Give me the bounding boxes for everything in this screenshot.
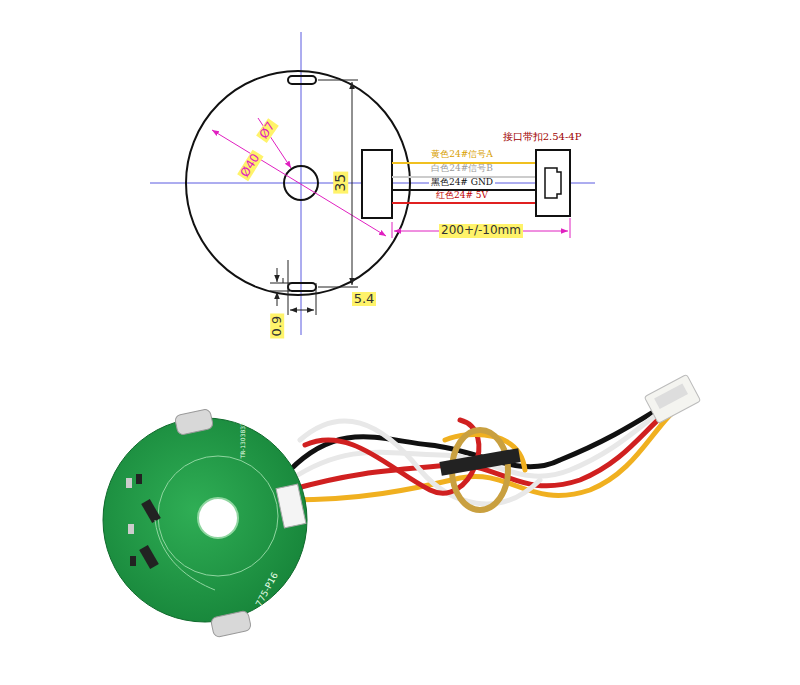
wire-label: 红色24# 5V xyxy=(434,191,490,201)
dimension-label: Ø40 xyxy=(237,150,263,181)
dimension-label: 35 xyxy=(333,172,348,194)
dimension-label: 5.4 xyxy=(352,292,377,306)
dimension-label: 0.9 xyxy=(270,314,284,339)
connector-note: 接口带扣2.54-4P xyxy=(501,131,584,142)
wire-label: 黑色24# GND xyxy=(429,178,495,188)
dimension-label: Ø7 xyxy=(257,119,280,144)
dimension-label: 200+/-10mm xyxy=(439,224,523,237)
board-marking: TR-1303837 xyxy=(240,420,247,460)
wire-label: 白色24#信号B xyxy=(429,164,495,174)
wire-label: 黄色24#信号A xyxy=(429,150,495,160)
